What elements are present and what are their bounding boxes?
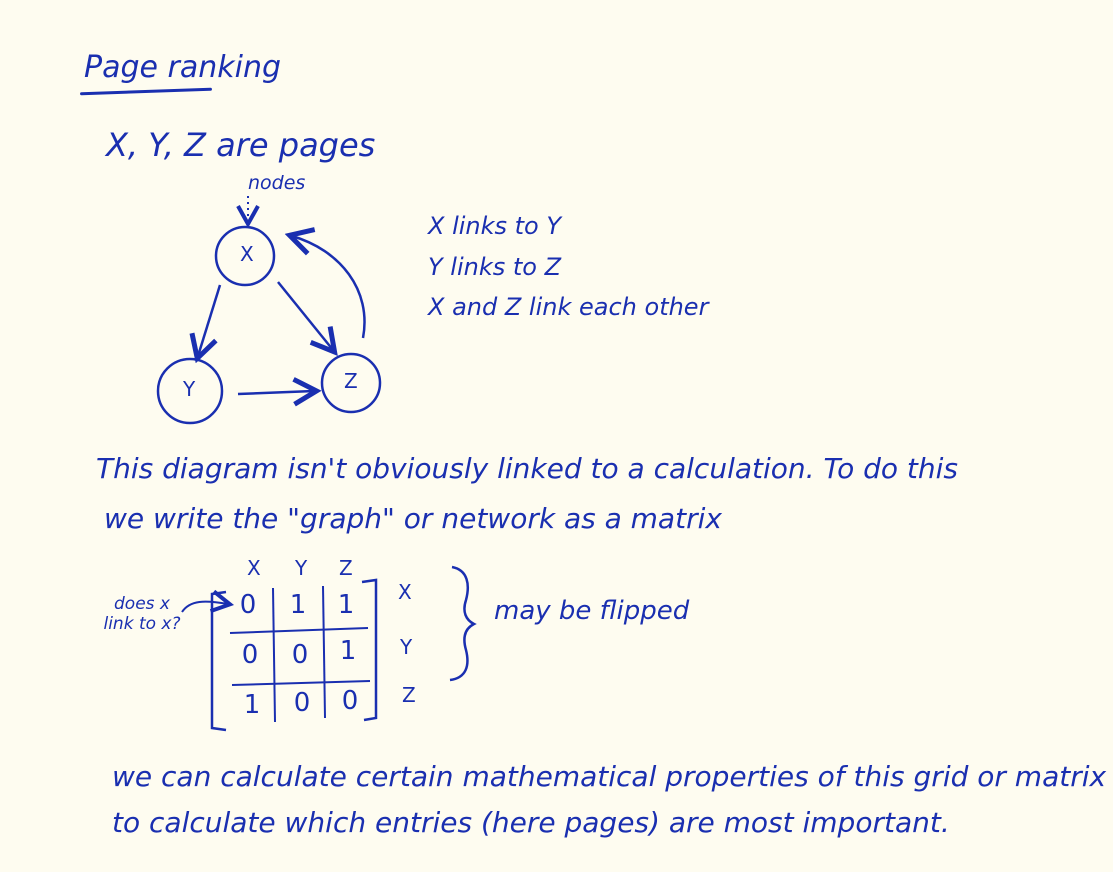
matrix-col-label: X (247, 556, 261, 580)
matrix-question: does x link to x? (103, 594, 181, 634)
matrix-cell: 0 (293, 688, 311, 718)
matrix-cell: 0 (241, 640, 259, 670)
paragraph-line: we write the "graph" or network as a mat… (104, 502, 722, 535)
edge-y-z (237, 391, 314, 394)
curly-brace (449, 565, 477, 682)
intro-text: X, Y, Z are pages (106, 126, 376, 164)
node-y-label: Y (183, 377, 196, 401)
matrix-row-label: Z (402, 683, 416, 707)
matrix-vline-1 (272, 587, 276, 723)
matrix-cell: 0 (239, 590, 257, 620)
matrix-hline-1 (229, 627, 369, 634)
node-x (214, 225, 276, 287)
matrix-hline-2 (231, 680, 371, 686)
matrix-col-label: Y (295, 556, 308, 580)
matrix-cell: 0 (341, 686, 359, 716)
matrix-cell: 1 (243, 690, 261, 720)
matrix-row-label: X (398, 580, 412, 604)
node-x-label: X (240, 242, 254, 266)
node-z-label: Z (344, 369, 358, 393)
edge-x-z (277, 281, 333, 350)
fact-line: X and Z link each other (428, 293, 709, 321)
fact-line: X links to Y (428, 212, 562, 240)
matrix-cell: 1 (337, 590, 355, 620)
fact-line: Y links to Z (428, 253, 562, 281)
paragraph-line: to calculate which entries (here pages) … (112, 806, 950, 839)
nodes-annotation: nodes (248, 172, 306, 194)
node-z (320, 352, 382, 414)
edge-x-y (198, 284, 222, 356)
matrix-left-bracket (210, 590, 227, 732)
page-title: Page ranking (84, 50, 282, 85)
matrix-vline-2 (322, 585, 326, 719)
paragraph-line: we can calculate certain mathematical pr… (112, 760, 1107, 793)
matrix-cell: 0 (291, 640, 309, 670)
matrix-right-bracket (361, 578, 378, 722)
paragraph-line: This diagram isn't obviously linked to a… (96, 452, 959, 485)
matrix-row-label: Y (400, 635, 413, 659)
matrix-cell: 1 (289, 590, 307, 620)
edge-z-x (292, 236, 366, 339)
question-arrow (181, 602, 228, 612)
brace-note: may be flipped (494, 596, 690, 626)
matrix-col-label: Z (339, 556, 353, 580)
matrix-cell: 1 (339, 636, 357, 666)
